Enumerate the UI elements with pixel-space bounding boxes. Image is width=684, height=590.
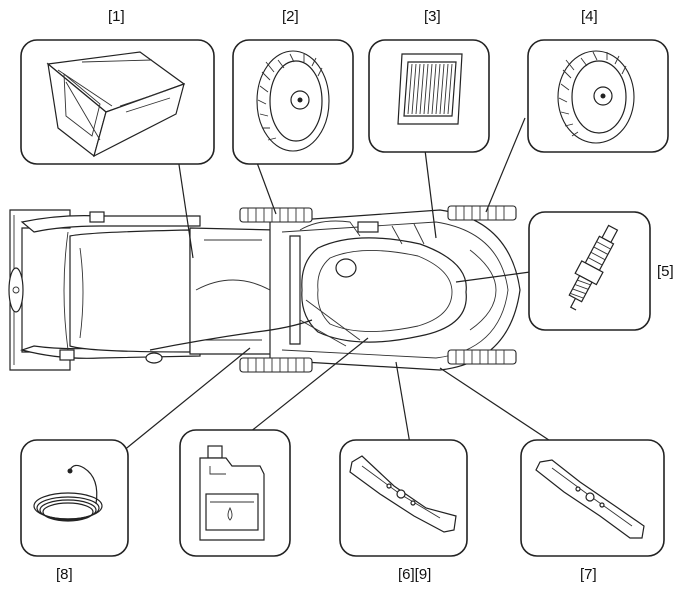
callout-label-1: [1]	[108, 8, 125, 25]
mower-handle	[8, 209, 201, 371]
callout-label-6-9: [6][9]	[398, 566, 432, 583]
callout-label-5: [5]	[657, 263, 674, 280]
grass-bag-icon	[46, 51, 186, 158]
callout-box-7	[520, 439, 665, 557]
blade-icon	[535, 459, 645, 539]
mower-wheels	[239, 205, 517, 373]
mower-cable-end	[145, 352, 163, 364]
spark-plug-icon	[568, 224, 619, 311]
callout-box-2	[232, 39, 354, 165]
callout-label-4: [4]	[581, 8, 598, 25]
wheel-icon	[557, 50, 635, 144]
callout-box-3	[368, 39, 490, 153]
callout-label-2: [2]	[282, 8, 299, 25]
callout-box-5	[528, 211, 651, 331]
callout-label-7: [7]	[580, 566, 597, 583]
blade-icon	[349, 455, 457, 533]
mower-cable	[149, 319, 313, 351]
callout-box-oil	[179, 429, 291, 557]
callout-box-1	[20, 39, 215, 165]
wheel-icon	[256, 50, 330, 152]
mower-deck	[269, 209, 521, 371]
oil-bottle-icon	[199, 445, 265, 541]
callout-label-3: [3]	[424, 8, 441, 25]
leader-lines	[111, 117, 571, 461]
callout-box-8	[20, 439, 129, 557]
callout-label-8: [8]	[56, 566, 73, 583]
lawn-mower-icon	[8, 205, 521, 373]
air-filter-icon	[397, 53, 463, 125]
cable-icon	[33, 464, 103, 522]
callout-box-4	[527, 39, 669, 153]
mower-grass-bag	[69, 227, 277, 355]
callout-box-6-9	[339, 439, 468, 557]
